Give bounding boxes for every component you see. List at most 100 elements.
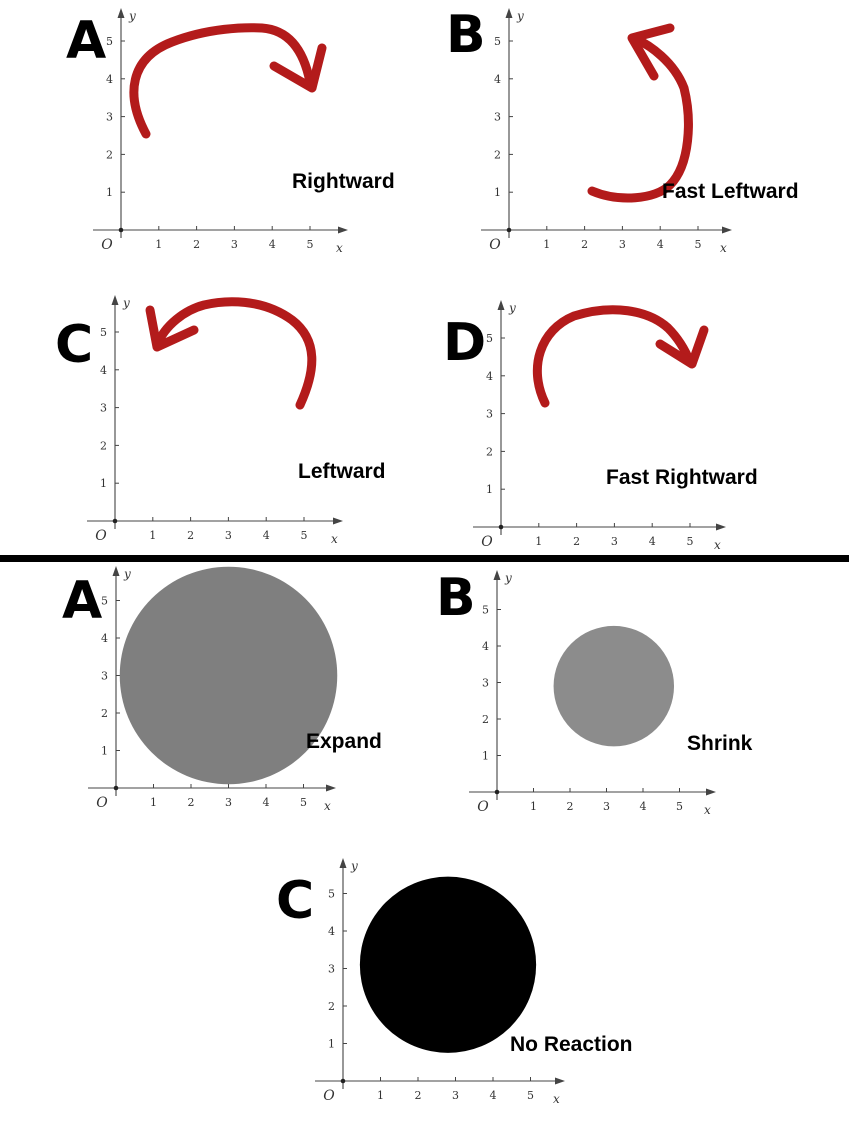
x-axis-name: x: [331, 532, 338, 546]
y-tick-label: 5: [486, 332, 493, 345]
x-tick-label: 1: [150, 796, 157, 809]
y-tick-label: 2: [482, 713, 489, 726]
y-tick-label: 4: [106, 73, 113, 86]
y-axis-name: y: [123, 567, 131, 581]
y-axis-name: y: [516, 9, 524, 23]
x-tick-label: 4: [640, 800, 647, 813]
x-tick-label: 4: [269, 238, 276, 251]
origin-dot: [112, 518, 118, 524]
origin-label: O: [101, 237, 113, 253]
y-tick-label: 1: [494, 186, 501, 199]
y-axis-arrow: [111, 295, 119, 305]
y-axis-arrow: [505, 8, 513, 18]
origin-label: O: [96, 795, 108, 811]
y-axis-arrow: [339, 858, 347, 868]
y-tick-label: 3: [482, 677, 489, 690]
origin-dot: [506, 227, 512, 233]
x-tick-label: 5: [687, 535, 694, 548]
x-tick-label: 2: [573, 535, 580, 548]
y-axis-name: y: [122, 296, 130, 310]
y-tick-label: 2: [100, 439, 107, 452]
x-axis-name: x: [336, 241, 343, 255]
motion-curve-right: [129, 23, 315, 139]
origin-label: O: [323, 1088, 335, 1104]
y-tick-label: 2: [328, 1000, 335, 1013]
y-tick-label: 3: [494, 111, 501, 124]
y-tick-label: 4: [494, 73, 501, 86]
panel-caption: Rightward: [292, 170, 395, 193]
y-tick-label: 1: [486, 483, 493, 496]
panel-caption: No Reaction: [510, 1033, 633, 1056]
y-axis-name: y: [504, 571, 512, 585]
y-axis-name: y: [128, 9, 136, 23]
y-tick-label: 1: [101, 745, 108, 758]
panel-letter: A: [62, 571, 102, 631]
panel-letter: B: [446, 5, 486, 65]
y-axis-arrow: [112, 566, 120, 576]
y-tick-label: 4: [486, 370, 493, 383]
x-axis-arrow: [706, 788, 716, 796]
x-tick-label: 5: [695, 238, 702, 251]
origin-dot: [118, 227, 124, 233]
y-tick-label: 5: [100, 326, 107, 339]
origin-dot: [113, 785, 119, 791]
panel-caption: Shrink: [687, 732, 753, 755]
x-axis-arrow: [722, 226, 732, 234]
y-tick-label: 4: [101, 632, 108, 645]
x-tick-label: 2: [188, 796, 195, 809]
panel-letter: A: [66, 11, 106, 71]
y-tick-label: 3: [100, 402, 107, 415]
x-axis-name: x: [720, 241, 727, 255]
x-tick-label: 5: [300, 796, 307, 809]
motion-arrowhead-right: [655, 325, 709, 369]
y-axis-arrow: [493, 570, 501, 580]
panel-letter: B: [436, 568, 476, 628]
x-tick-label: 1: [530, 800, 537, 813]
motion-arrowhead-left: [145, 305, 199, 352]
x-tick-label: 1: [543, 238, 550, 251]
panel-letter: C: [276, 871, 314, 931]
x-tick-label: 5: [301, 529, 308, 542]
motion-curve-left: [152, 297, 317, 410]
x-tick-label: 4: [263, 529, 270, 542]
y-tick-label: 3: [101, 670, 108, 683]
y-tick-label: 1: [482, 750, 489, 763]
y-tick-label: 3: [106, 111, 113, 124]
x-axis-arrow: [555, 1077, 565, 1085]
x-axis-name: x: [324, 799, 331, 813]
y-axis-name: y: [350, 859, 358, 873]
panel-caption: Fast Rightward: [606, 466, 758, 489]
x-tick-label: 2: [567, 800, 574, 813]
y-tick-label: 1: [328, 1038, 335, 1051]
x-tick-label: 4: [263, 796, 270, 809]
y-tick-label: 5: [328, 888, 335, 901]
x-tick-label: 3: [611, 535, 618, 548]
x-axis-name: x: [553, 1092, 560, 1106]
x-tick-label: 1: [149, 529, 156, 542]
y-tick-label: 5: [494, 35, 501, 48]
y-axis-arrow: [117, 8, 125, 18]
y-tick-label: 4: [482, 640, 489, 653]
y-tick-label: 1: [100, 477, 107, 490]
y-axis-arrow: [497, 300, 505, 310]
panel-caption: Expand: [306, 730, 382, 753]
y-tick-label: 2: [101, 707, 108, 720]
motion-curve-right: [532, 305, 695, 408]
x-tick-label: 5: [527, 1089, 534, 1102]
x-axis-arrow: [326, 784, 336, 792]
x-tick-label: 3: [603, 800, 610, 813]
x-axis-arrow: [716, 523, 726, 531]
section-divider: [0, 555, 849, 562]
